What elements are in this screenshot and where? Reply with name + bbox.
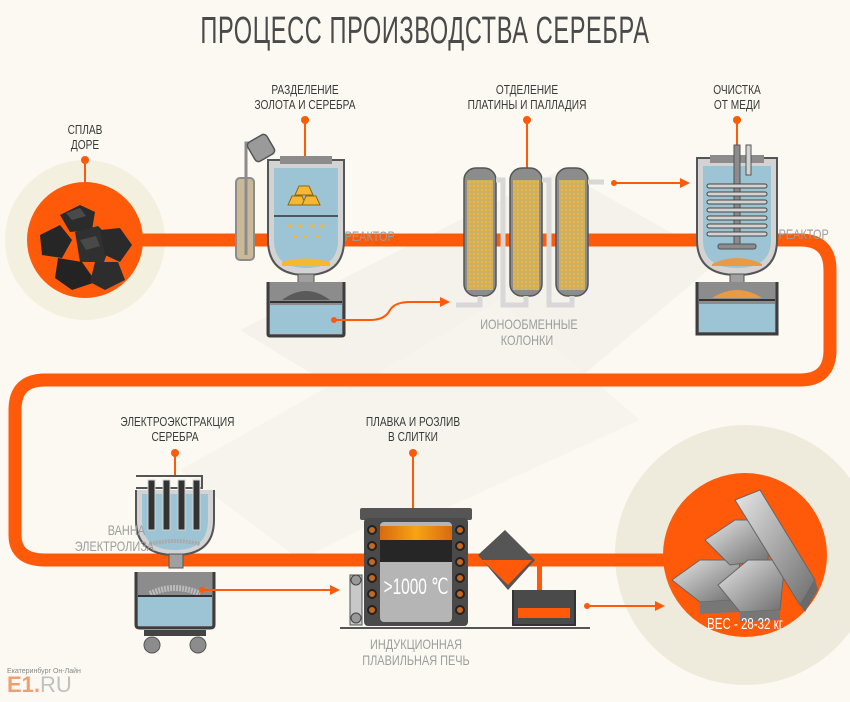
furnace-label: ИНДУКЦИОННАЯ ПЛАВИЛЬНАЯ ПЕЧЬ	[361, 636, 470, 668]
step-dore-label: СПЛАВ ДОРЕ	[46, 122, 124, 152]
label-line2: ЗОЛОТА И СЕРЕБРА	[254, 97, 356, 112]
logo-domain: RU	[40, 672, 72, 697]
step-dore	[27, 156, 143, 298]
step-pt-pd-separation-label: ОТДЕЛЕНИЕ ПЛАТИНЫ И ПАЛЛАДИЯ	[465, 82, 590, 112]
step-gold-separation-label: РАЗДЕЛЕНИЕ ЗОЛОТА И СЕРЕБРА	[250, 82, 359, 112]
label-line2: ПЛАВИЛЬНАЯ ПЕЧЬ	[362, 652, 470, 668]
logo-brand: E1.	[7, 672, 41, 697]
ion-exchange-columns-icon	[456, 167, 604, 308]
reactor-coil-icon	[695, 144, 779, 336]
ore-lumps-icon	[40, 205, 132, 290]
label-line2: ДОРЕ	[70, 137, 100, 152]
label-line1: ОТДЕЛЕНИЕ	[495, 82, 559, 97]
logo: Екатеринбург Он-Лайн E1.RU	[7, 668, 81, 697]
silver-ingots-icon	[671, 489, 818, 622]
page-title: ПРОЦЕСС ПРОИЗВОДСТВА СЕРЕБРА	[200, 10, 650, 52]
step-ingots	[663, 473, 827, 637]
step-gold-separation	[235, 116, 450, 338]
process-flow-line	[8, 233, 837, 567]
label-line2: ОТ МЕДИ	[713, 97, 761, 112]
reactor-2-label: РЕАКТОР	[778, 226, 829, 242]
step-pt-pd-separation	[456, 116, 690, 308]
step-electroextraction	[134, 449, 340, 654]
label-line1: ЭЛЕКТРОЭКСТРАКЦИЯ	[120, 414, 235, 429]
label-line1: ИНДУКЦИОННАЯ	[370, 636, 462, 652]
label-line1: СПЛАВ	[67, 122, 103, 137]
step-copper-cleaning-label: ОЧИСТКА ОТ МЕДИ	[706, 82, 768, 112]
step-melting-label: ПЛАВКА И РОЗЛИВ В СЛИТКИ	[358, 414, 467, 444]
ion-columns-label: ИОНООБМЕННЫЕ КОЛОНКИ	[480, 316, 578, 348]
furnace-temperature: >1000 ℃	[383, 574, 449, 599]
step-copper-cleaning	[695, 116, 779, 336]
electrolysis-bath-label: ВАННА ЭЛЕКТРОЛИЗА	[74, 522, 155, 554]
logo-tagline: Екатеринбург Он-Лайн	[7, 668, 81, 675]
label-line1: ВАННА	[107, 522, 145, 538]
label-line2: КОЛОНКИ	[500, 332, 554, 348]
label-line1: ИОНООБМЕННЫЕ	[480, 316, 578, 332]
induction-furnace-icon	[340, 508, 590, 629]
label-line1: ОЧИСТКА	[713, 82, 761, 97]
label-line1: РАЗДЕЛЕНИЕ	[271, 82, 339, 97]
label-line2: ЭЛЕКТРОЛИЗА	[74, 538, 155, 554]
reactor-1-label: РЕАКТОР	[344, 228, 395, 244]
electrolysis-bath-icon	[134, 475, 216, 654]
label-line2: СЕРЕБРА	[151, 429, 199, 444]
pouring-crucible-icon	[478, 530, 576, 626]
ingot-weight: ВЕС - 28-32 кг	[707, 616, 783, 633]
label-line2: В СЛИТКИ	[388, 429, 438, 444]
label-line2: ПЛАТИНЫ И ПАЛЛАДИЯ	[467, 97, 587, 112]
step-electroextraction-label: ЭЛЕКТРОЭКСТРАКЦИЯ СЕРЕБРА	[120, 414, 235, 444]
step-melting	[340, 449, 665, 629]
label-line1: ПЛАВКА И РОЗЛИВ	[365, 414, 461, 429]
